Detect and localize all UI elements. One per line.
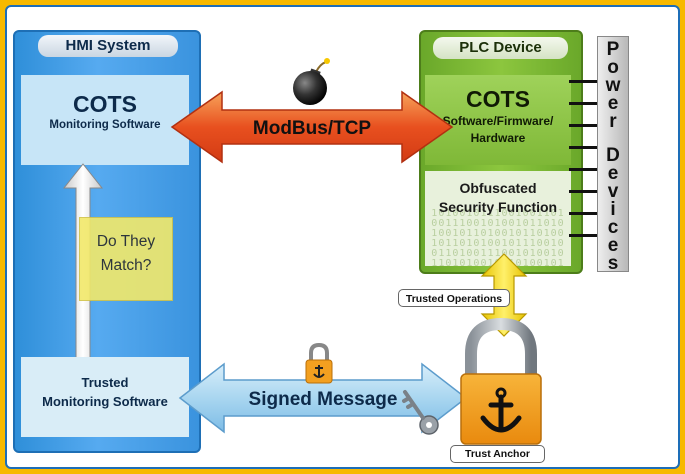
plc-device-title: PLC Device [433, 37, 568, 59]
hmi-cots-title: COTS [73, 91, 137, 117]
hmi-cots-box: COTS Monitoring Software [21, 75, 189, 165]
connector-line [569, 168, 597, 171]
bomb-icon [293, 58, 330, 105]
connector-line [569, 190, 597, 193]
power-letter: v [607, 181, 619, 202]
power-letter: e [607, 235, 619, 256]
modbus-double-arrow: ModBus/TCP [170, 90, 454, 164]
power-letter: r [609, 111, 617, 132]
signed-message-label: Signed Message [249, 389, 398, 410]
trusted-operations-label: Trusted Operations [398, 289, 510, 307]
connector-line [569, 146, 597, 149]
plc-cots-title: COTS [466, 86, 530, 112]
connector-line [569, 124, 597, 127]
power-letter: e [607, 163, 619, 184]
signed-message-double-arrow: Signed Message [178, 362, 468, 434]
connector-line [569, 234, 597, 237]
power-letter: e [607, 93, 619, 114]
modbus-label: ModBus/TCP [253, 118, 372, 139]
obf-line-1: Obfuscated [459, 180, 537, 196]
plc-cots-line-2: Hardware [470, 131, 526, 145]
trust-anchor-lock-icon [460, 318, 542, 445]
obfuscated-security-box: 1010010111001001101001110010100101101010… [425, 171, 571, 266]
power-letter: s [607, 253, 619, 274]
power-letter: D [606, 145, 620, 166]
connector-line [569, 80, 597, 83]
key-icon [402, 390, 439, 435]
power-letter: w [605, 75, 621, 96]
power-devices-bar: P o w e r D e v i c e s [597, 36, 629, 274]
connector-line [569, 212, 597, 215]
match-line-2: Match? [100, 257, 152, 274]
power-letter: o [607, 57, 619, 78]
connector-line [569, 102, 597, 105]
plc-cots-line-1: Software/Firmware/ [442, 114, 554, 128]
hmi-trusted-box: Trusted Monitoring Software [21, 357, 189, 437]
do-they-match-box: Do They Match? [79, 217, 173, 301]
match-line-1: Do They [96, 233, 156, 250]
plc-cots-box: COTS Software/Firmware/ Hardware [425, 75, 571, 165]
obf-line-2: Security Function [438, 199, 558, 215]
power-letter: i [610, 199, 616, 220]
trust-anchor-label: Trust Anchor [450, 445, 545, 463]
trusted-line-2: Monitoring Software [42, 394, 168, 409]
hmi-system-title: HMI System [38, 35, 178, 57]
hmi-cots-subtitle: Monitoring Software [49, 119, 161, 131]
trusted-line-1: Trusted [81, 375, 129, 390]
power-letter: c [607, 217, 619, 238]
power-letter: P [606, 39, 620, 60]
small-lock-icon [305, 342, 333, 384]
